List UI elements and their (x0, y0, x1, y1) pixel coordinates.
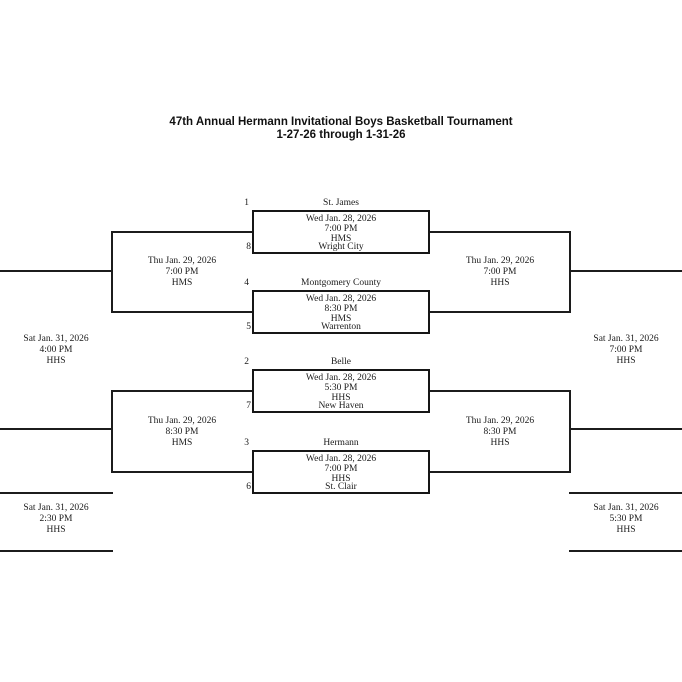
first-round-game-2: 4 Montgomery County Wed Jan. 28, 2026 8:… (244, 277, 430, 334)
game-venue: HMS (330, 234, 352, 244)
final-left-top: Sat Jan. 31, 2026 4:00 PM HHS (0, 334, 112, 366)
seed-number: 7 (246, 401, 251, 411)
game-time: 5:30 PM (609, 513, 643, 524)
bracket-line-left-from-game2 (111, 311, 253, 313)
semifinal-right-bottom: Thu Jan. 29, 2026 8:30 PM HHS (430, 416, 570, 448)
title-block: 47th Annual Hermann Invitational Boys Ba… (0, 116, 682, 142)
team-name-bottom: Wright City (318, 242, 364, 252)
seed-number: 3 (244, 438, 249, 448)
game-box: Wed Jan. 28, 2026 8:30 PM HMS Warrenton … (246, 290, 430, 334)
game-venue: HHS (616, 524, 636, 535)
bracket-vertical-left-top (111, 231, 113, 313)
first-round-game-3: 2 Belle Wed Jan. 28, 2026 5:30 PM HHS Ne… (244, 356, 430, 413)
game-venue: HHS (46, 355, 66, 366)
team-name-bottom: St. Clair (325, 482, 357, 492)
page-subtitle: 1-27-26 through 1-31-26 (276, 129, 406, 141)
game-venue: HHS (616, 355, 636, 366)
bracket-line-left-from-game4 (111, 471, 253, 473)
game-date: Thu Jan. 29, 2026 (465, 416, 535, 426)
seed-number: 2 (244, 357, 249, 367)
final-right-top: Sat Jan. 31, 2026 7:00 PM HHS (570, 334, 682, 366)
first-round-game-4: 3 Hermann Wed Jan. 28, 2026 7:00 PM HHS … (244, 437, 430, 494)
seed-number: 6 (246, 482, 251, 492)
game-time: 8:30 PM (165, 426, 199, 437)
bracket-vertical-left-bottom (111, 390, 113, 473)
game-venue: HHS (490, 437, 510, 448)
game-date: Wed Jan. 28, 2026 (305, 373, 377, 383)
advance-line-right-top (569, 270, 682, 272)
team-name-bottom: New Haven (318, 401, 364, 411)
game-venue: HHS (331, 474, 351, 484)
game-box: Wed Jan. 28, 2026 7:00 PM HHS St. Clair … (246, 450, 430, 494)
seed-number: 8 (246, 242, 251, 252)
game-date: Thu Jan. 29, 2026 (465, 256, 535, 266)
bracket-line-right-from-game4 (429, 471, 571, 473)
team-name-top: Montgomery County (301, 278, 381, 288)
slot-line-left-lower-bottom (0, 550, 113, 552)
semifinal-left-top: Thu Jan. 29, 2026 7:00 PM HMS (112, 256, 252, 288)
game-venue: HHS (46, 524, 66, 535)
game-date: Sat Jan. 31, 2026 (23, 503, 89, 513)
team-name-top: Hermann (323, 438, 359, 448)
game-time: 4:00 PM (39, 344, 73, 355)
team-name-top: St. James (323, 198, 359, 208)
game-date: Sat Jan. 31, 2026 (593, 503, 659, 513)
semifinal-right-top: Thu Jan. 29, 2026 7:00 PM HHS (430, 256, 570, 288)
page-title: 47th Annual Hermann Invitational Boys Ba… (169, 116, 513, 128)
bracket-line-left-from-game3 (111, 390, 253, 392)
bracket-line-right-from-game3 (429, 390, 571, 392)
game-time: 7:00 PM (483, 266, 517, 277)
game-date: Thu Jan. 29, 2026 (147, 416, 217, 426)
game-venue: HMS (171, 277, 193, 288)
game-date: Sat Jan. 31, 2026 (593, 334, 659, 344)
slot-line-right-lower-top (569, 492, 682, 494)
game-date: Sat Jan. 31, 2026 (23, 334, 89, 344)
game-box: Wed Jan. 28, 2026 7:00 PM HMS Wright Cit… (246, 210, 430, 254)
bracket-line-right-from-game2 (429, 311, 571, 313)
semifinal-left-bottom: Thu Jan. 29, 2026 8:30 PM HMS (112, 416, 252, 448)
final-left-bottom: Sat Jan. 31, 2026 2:30 PM HHS (0, 503, 112, 535)
game-time: 7:00 PM (609, 344, 643, 355)
bracket-line-right-from-game1 (429, 231, 571, 233)
first-round-game-1: 1 St. James Wed Jan. 28, 2026 7:00 PM HM… (244, 197, 430, 254)
team-name-top: Belle (330, 357, 352, 367)
team-name-bottom: Warrenton (321, 322, 361, 332)
game-time: 8:30 PM (324, 304, 358, 314)
game-time: 5:30 PM (324, 383, 358, 393)
seed-number: 5 (246, 322, 251, 332)
bracket-vertical-right-bottom (569, 390, 571, 473)
seed-number: 4 (244, 278, 249, 288)
advance-line-left-bottom (0, 428, 113, 430)
advance-line-right-bottom (569, 428, 682, 430)
game-date: Wed Jan. 28, 2026 (305, 294, 377, 304)
game-venue: HMS (171, 437, 193, 448)
bracket-line-left-from-game1 (111, 231, 253, 233)
slot-line-left-lower-top (0, 492, 113, 494)
game-date: Thu Jan. 29, 2026 (147, 256, 217, 266)
game-time: 8:30 PM (483, 426, 517, 437)
game-venue: HHS (490, 277, 510, 288)
game-time: 7:00 PM (324, 464, 358, 474)
game-box: Wed Jan. 28, 2026 5:30 PM HHS New Haven … (246, 369, 430, 413)
game-date: Wed Jan. 28, 2026 (305, 454, 377, 464)
game-time: 7:00 PM (165, 266, 199, 277)
advance-line-left-top (0, 270, 113, 272)
bracket-vertical-right-top (569, 231, 571, 313)
game-date: Wed Jan. 28, 2026 (305, 214, 377, 224)
seed-number: 1 (244, 198, 249, 208)
final-right-bottom: Sat Jan. 31, 2026 5:30 PM HHS (570, 503, 682, 535)
game-time: 7:00 PM (324, 224, 358, 234)
game-venue: HMS (330, 314, 352, 324)
game-venue: HHS (331, 393, 351, 403)
slot-line-right-lower-bottom (569, 550, 682, 552)
game-time: 2:30 PM (39, 513, 73, 524)
